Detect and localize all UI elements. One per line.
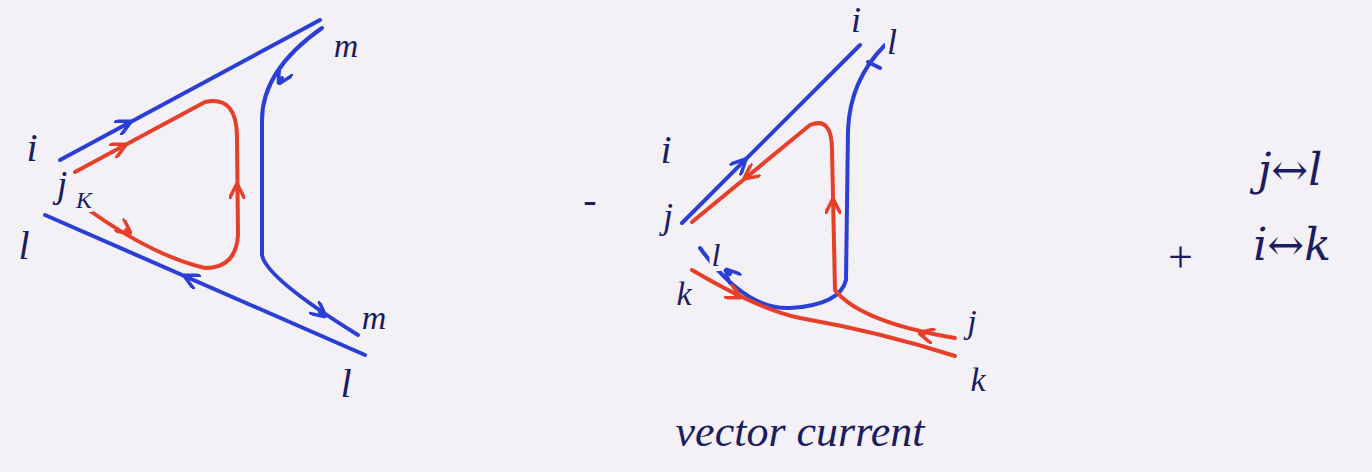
quark-line (60, 20, 320, 160)
index-label: + (1163, 236, 1197, 280)
arrow-mark (126, 122, 130, 124)
index-label: i (849, 2, 863, 38)
quark-line (682, 45, 885, 308)
index-label: vector current (674, 410, 927, 454)
index-label: l (710, 239, 723, 271)
quark-loop (75, 101, 238, 268)
index-label: j (55, 165, 70, 203)
tick-mark (868, 62, 880, 68)
index-label: - (581, 180, 598, 220)
arrow-mark (920, 333, 924, 334)
quark-line (692, 270, 955, 356)
arrow-mark (736, 295, 740, 297)
arrow-mark (320, 312, 325, 316)
index-label: i (24, 128, 39, 168)
arrow-mark (185, 276, 189, 278)
index-label: j (661, 198, 675, 234)
quark-line (45, 20, 365, 355)
index-label: k (674, 277, 693, 311)
index-label: l (338, 364, 353, 404)
index-label: j↔l (1256, 148, 1325, 192)
quark-line (262, 28, 358, 335)
arrow-mark (121, 145, 125, 147)
quark-line (45, 215, 365, 355)
arrow-mark (279, 78, 282, 83)
index-label: i (658, 130, 673, 170)
quark-loop (692, 123, 955, 356)
arrow-mark (831, 200, 835, 204)
index-label: j (965, 305, 978, 339)
arrow-mark (745, 175, 749, 178)
index-label: l (16, 226, 31, 266)
index-label: k (968, 363, 987, 397)
index-label: m (360, 301, 389, 335)
quark-line (835, 290, 955, 338)
index-label: i↔k (1251, 223, 1333, 267)
index-label: K (74, 188, 94, 212)
arrow-mark (235, 185, 239, 189)
quark-loop (692, 123, 835, 290)
index-label: l (885, 24, 899, 60)
quark-loop (75, 101, 238, 268)
arrow-mark (726, 270, 730, 274)
arrow-mark (126, 230, 130, 233)
arrow-mark (741, 160, 745, 164)
index-label: m (332, 29, 361, 63)
quark-line (700, 45, 885, 308)
